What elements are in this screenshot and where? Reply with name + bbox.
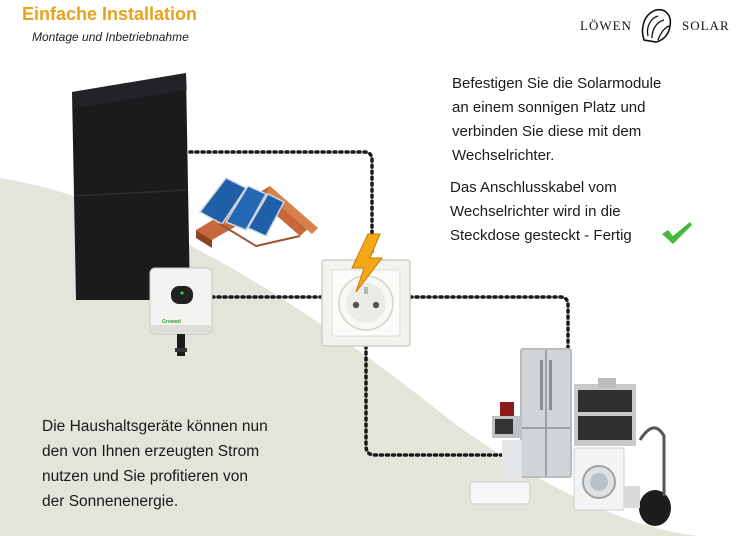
inverter-icon: Growatt bbox=[149, 267, 213, 356]
svg-text:Growatt: Growatt bbox=[162, 319, 181, 325]
page-subtitle: Montage und Inbetriebnahme bbox=[32, 30, 189, 44]
step-use-text: Die Haushaltsgeräte können nun den von I… bbox=[42, 418, 268, 510]
logo-text-right: SOLAR bbox=[682, 18, 730, 33]
step-plug-text: Das Anschlusskabel vom Wechselrichter wi… bbox=[450, 179, 632, 244]
step-mount-text: Befestigen Sie die Solarmodule an einem … bbox=[452, 75, 662, 164]
page-title: Einfache Installation bbox=[22, 4, 198, 24]
lightning-bolt-icon bbox=[351, 233, 384, 293]
logo-text-left: LÖWEN bbox=[580, 18, 632, 33]
roof-with-solar-panels-icon bbox=[196, 177, 318, 248]
brand-logo: LÖWEN SOLAR bbox=[580, 6, 730, 46]
checkmark-icon bbox=[662, 222, 692, 244]
power-socket-icon bbox=[321, 259, 411, 347]
solar-panel-icon bbox=[72, 73, 190, 300]
cable-dotted bbox=[188, 150, 570, 457]
home-appliances-icon bbox=[469, 348, 671, 526]
lion-head-icon bbox=[641, 8, 672, 43]
